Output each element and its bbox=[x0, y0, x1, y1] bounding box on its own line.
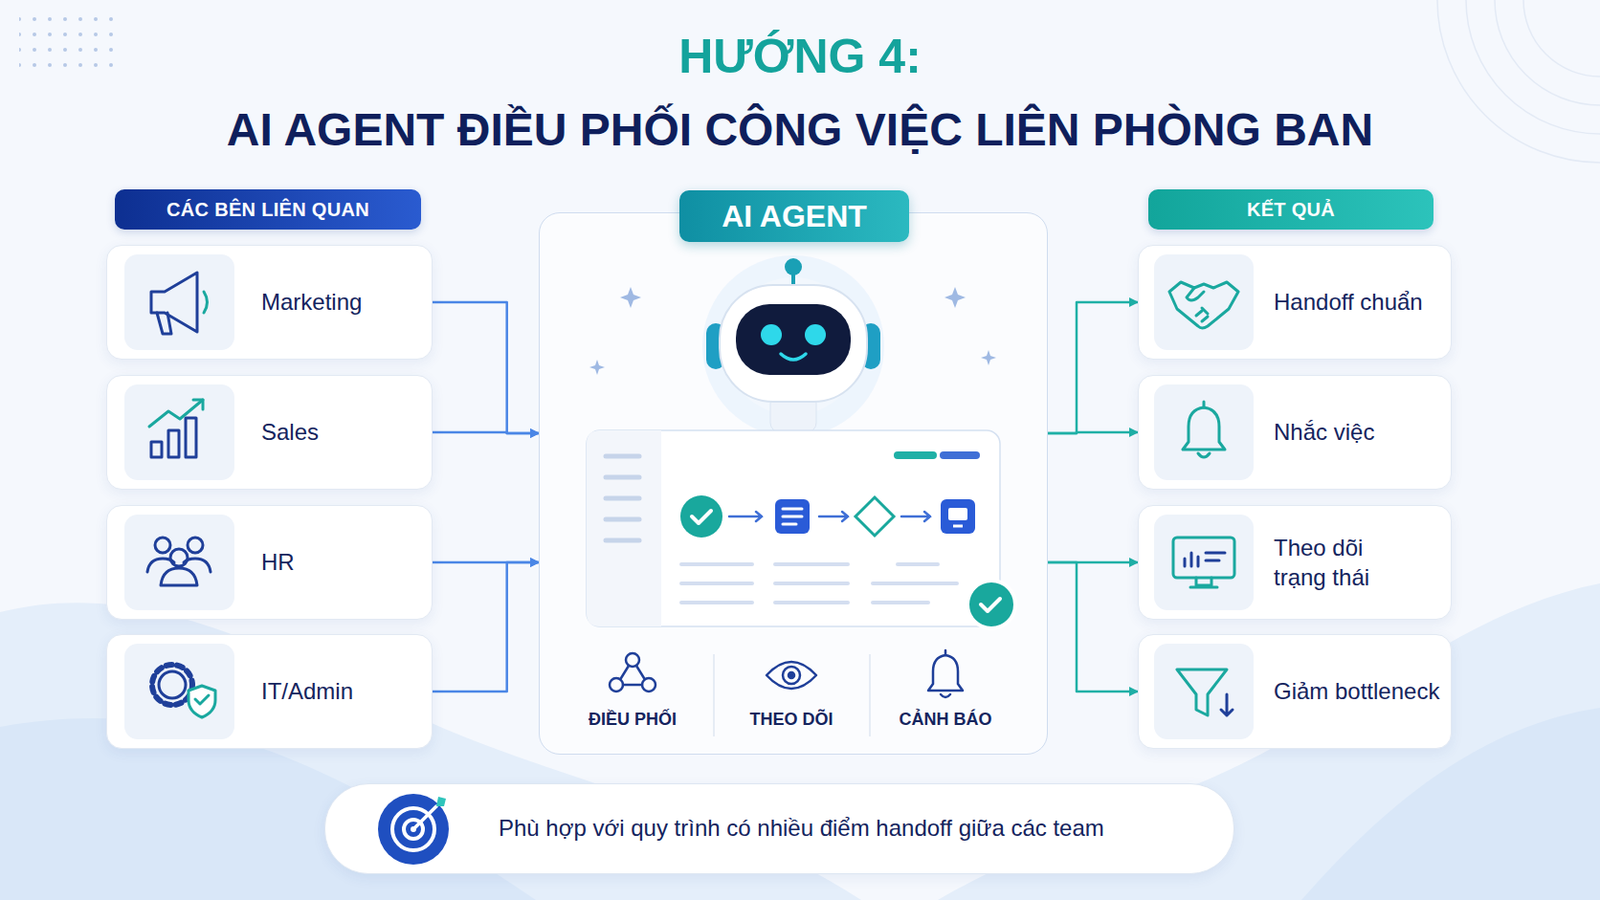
box-label: Sales bbox=[261, 417, 423, 447]
connector-arrow bbox=[432, 432, 539, 434]
title-prefix: HƯỚNG 4: bbox=[0, 28, 1600, 85]
header-pill: KẾT QUẢ bbox=[1148, 189, 1434, 230]
header-text: CÁC BÊN LIÊN QUAN bbox=[166, 199, 370, 222]
connector-arrow bbox=[432, 302, 539, 434]
function-label: ĐIỀU PHỐI bbox=[588, 710, 677, 731]
box-label: Marketing bbox=[261, 287, 423, 317]
box-label: Handoff chuẩn bbox=[1273, 287, 1442, 317]
note-text: Phù hợp với quy trình có nhiều điểm hand… bbox=[325, 815, 1207, 844]
agent-title: AI AGENT bbox=[679, 190, 910, 243]
header-pill: CÁC BÊN LIÊN QUAN bbox=[114, 189, 422, 230]
connector-arrow bbox=[1047, 302, 1138, 434]
function-label: CẢNH BÁO bbox=[899, 710, 993, 731]
box-label: Theo dõi trạng thái bbox=[1273, 533, 1418, 593]
box-label: Giảm bottleneck bbox=[1273, 676, 1442, 707]
connector-arrow bbox=[432, 562, 539, 692]
connector-arrow bbox=[1047, 432, 1138, 434]
title: AI AGENT ĐIỀU PHỐI CÔNG VIỆC LIÊN PHÒNG … bbox=[226, 103, 1374, 156]
connector-arrow bbox=[1047, 562, 1138, 692]
box-label: HR bbox=[261, 547, 423, 578]
box-label: IT/Admin bbox=[261, 676, 423, 707]
box-label: Nhắc việc bbox=[1273, 417, 1442, 447]
note-bar: Phù hợp với quy trình có nhiều điểm hand… bbox=[324, 783, 1235, 875]
function-label: THEO DÕI bbox=[749, 710, 833, 731]
header-text: KẾT QUẢ bbox=[1246, 199, 1335, 222]
